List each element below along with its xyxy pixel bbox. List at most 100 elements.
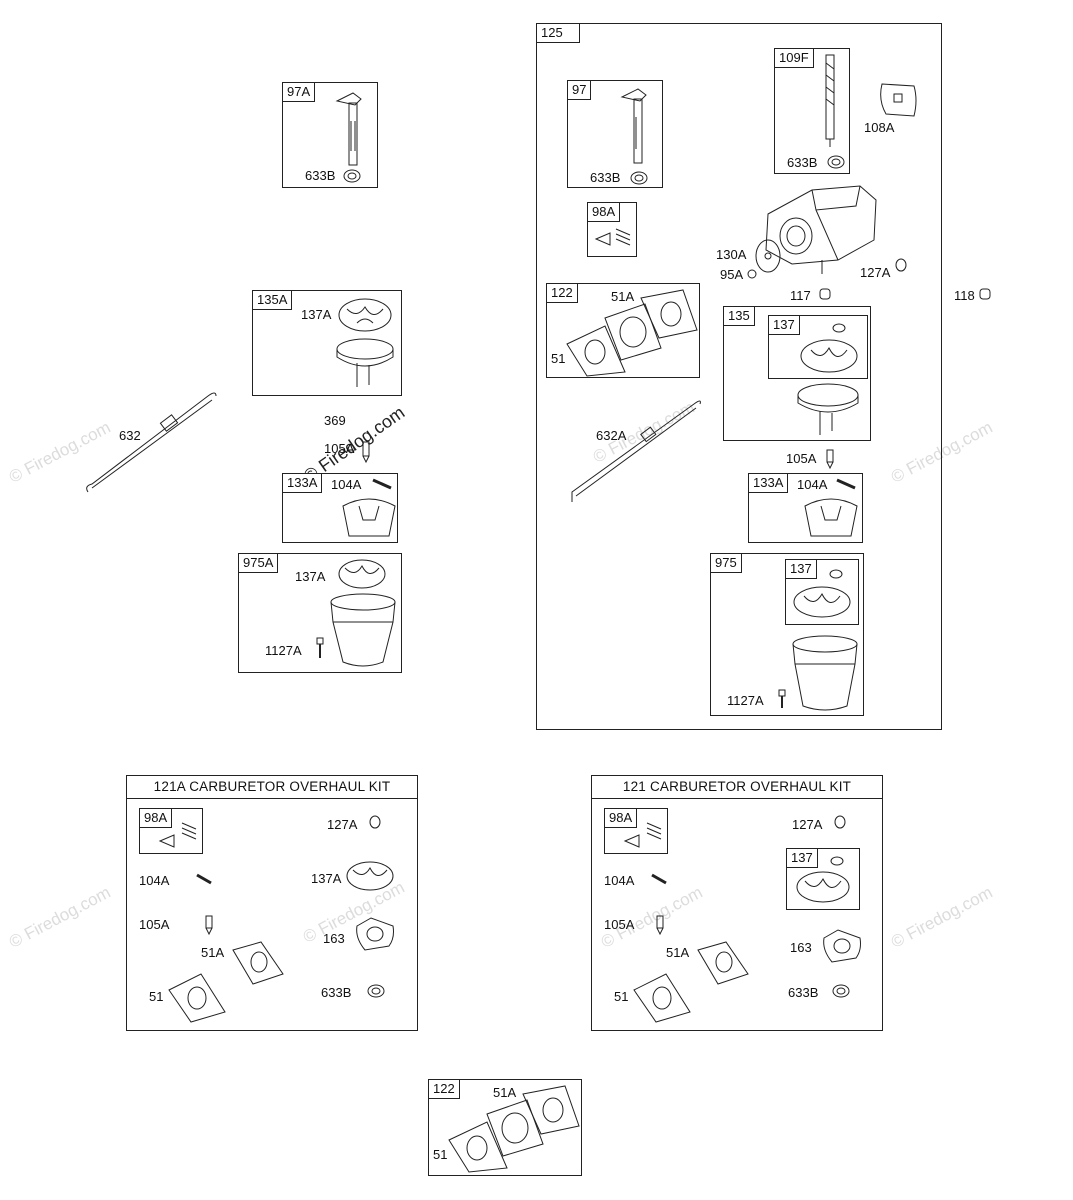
part-633B-label: 633B — [590, 170, 621, 185]
pin-icon — [195, 872, 213, 886]
float-icon — [339, 496, 399, 540]
throttle-shaft-icon — [333, 91, 373, 171]
watermark: © Firedog.com — [888, 882, 996, 952]
part-137-header: 137 — [768, 315, 800, 335]
part-975-header: 975 — [710, 553, 742, 573]
pin-icon — [650, 872, 668, 886]
seal-icon — [630, 171, 648, 185]
part-51A-label: 51A — [611, 289, 635, 304]
part-975A-box: 975A 137A 1127A — [238, 553, 402, 673]
bowl-screw-icon — [777, 688, 787, 712]
bowl-screw-icon — [315, 636, 325, 660]
part-104A-label: 104A — [139, 873, 170, 888]
part-98A-box: 98A — [604, 808, 668, 854]
part-127A-label: 127A — [860, 265, 891, 280]
gasket-icon — [337, 558, 387, 590]
carburetor-body-icon — [752, 180, 882, 276]
part-51-label: 51 — [614, 989, 629, 1004]
plug-icon — [818, 287, 832, 301]
idle-screw-icon — [156, 819, 200, 851]
part-633B-label: 633B — [787, 155, 818, 170]
part-98A-box: 98A — [139, 808, 203, 854]
part-122-box-bottom: 122 51A 51 — [428, 1079, 582, 1175]
part-51A-label: 51A — [493, 1085, 517, 1100]
part-98A-header: 98A — [587, 202, 621, 222]
part-109F-box: 109F 633B — [774, 48, 850, 174]
part-125-header: 125 — [536, 23, 580, 43]
needle-icon — [360, 440, 372, 464]
part-122-header: 122 — [429, 1080, 460, 1099]
part-51-label: 51 — [433, 1147, 448, 1162]
part-98A-box: 98A — [587, 202, 637, 257]
part-135A-header: 135A — [252, 290, 293, 310]
intake-gasket-icon — [231, 940, 287, 986]
seal-icon — [827, 155, 845, 169]
part-633B-label: 633B — [305, 168, 336, 183]
bottom-rule — [428, 1175, 582, 1176]
intake-gasket-icon — [167, 972, 227, 1024]
part-118-label: 118 — [954, 288, 975, 303]
intake-gasket-icon — [632, 972, 692, 1024]
part-97A-box: 97A 633B — [282, 82, 378, 188]
plug-icon — [978, 287, 992, 301]
gasket-icon — [793, 853, 855, 905]
part-127A-label: 127A — [327, 817, 358, 832]
needle-icon — [824, 448, 836, 470]
gasket-icon — [790, 566, 856, 620]
part-137-box: 137 — [785, 559, 859, 625]
part-135A-box: 135A 137A — [252, 290, 402, 396]
part-105A-label: 105A — [786, 451, 817, 466]
part-133A-box: 133A 104A — [748, 473, 863, 543]
part-135-box: 135 137 — [723, 306, 871, 441]
float-bowl-icon — [789, 634, 861, 714]
seal-icon — [343, 169, 361, 183]
part-633B-label: 633B — [321, 985, 352, 1000]
part-51A-label: 51A — [201, 945, 225, 960]
kit-121A-title: 121A CARBURETOR OVERHAUL KIT — [127, 776, 417, 799]
overhaul-kit-121: 121 CARBURETOR OVERHAUL KIT 98A 104A 105… — [591, 775, 883, 1031]
throttle-plate-icon — [752, 238, 784, 274]
carb-gasket-icon — [353, 916, 397, 952]
seal-icon — [832, 984, 850, 998]
part-51-label: 51 — [551, 351, 566, 366]
part-105A-label: 105A — [139, 917, 170, 932]
needle-icon — [203, 914, 215, 936]
overhaul-kit-121A: 121A CARBURETOR OVERHAUL KIT 98A 104A 10… — [126, 775, 418, 1031]
part-133A-header: 133A — [282, 473, 323, 493]
carburetor-assembly-125: 125 — [536, 23, 942, 730]
part-133A-header: 133A — [748, 473, 789, 493]
intake-gasket-icon — [696, 940, 752, 986]
part-105A-label: 105A — [324, 441, 355, 456]
intake-gasket-stack-icon — [565, 288, 701, 376]
float-bowl-plate-icon — [335, 335, 397, 393]
part-117-label: 117 — [790, 288, 811, 303]
part-104A-label: 104A — [604, 873, 635, 888]
part-632A-label: 632A — [596, 428, 627, 443]
part-105A-label: 105A — [604, 917, 635, 932]
gasket-icon — [345, 860, 395, 892]
part-98A-header: 98A — [139, 808, 173, 828]
idle-screw-icon — [621, 819, 665, 851]
part-137-header: 137 — [785, 559, 817, 579]
screw-icon — [746, 268, 758, 280]
idle-screw-icon — [594, 225, 634, 251]
choke-shaft-icon — [821, 53, 839, 149]
part-163-label: 163 — [790, 940, 812, 955]
part-1127A-label: 1127A — [265, 643, 302, 658]
part-369-label: 369 — [324, 413, 346, 428]
governor-link-icon — [84, 388, 224, 498]
part-97-box: 97 633B — [567, 80, 663, 188]
part-97-header: 97 — [567, 80, 592, 100]
part-109F-header: 109F — [774, 48, 814, 68]
part-130A-label: 130A — [716, 247, 747, 262]
part-163-label: 163 — [323, 931, 345, 946]
seal-icon — [367, 984, 385, 998]
part-975A-header: 975A — [238, 553, 279, 573]
pin-icon — [371, 478, 393, 490]
throttle-shaft-icon — [618, 87, 658, 169]
o-ring-icon — [894, 258, 908, 272]
governor-link-icon — [568, 396, 708, 508]
part-122-box: 122 51A 51 — [546, 283, 700, 378]
float-icon — [801, 496, 861, 540]
pin-icon — [835, 478, 857, 490]
